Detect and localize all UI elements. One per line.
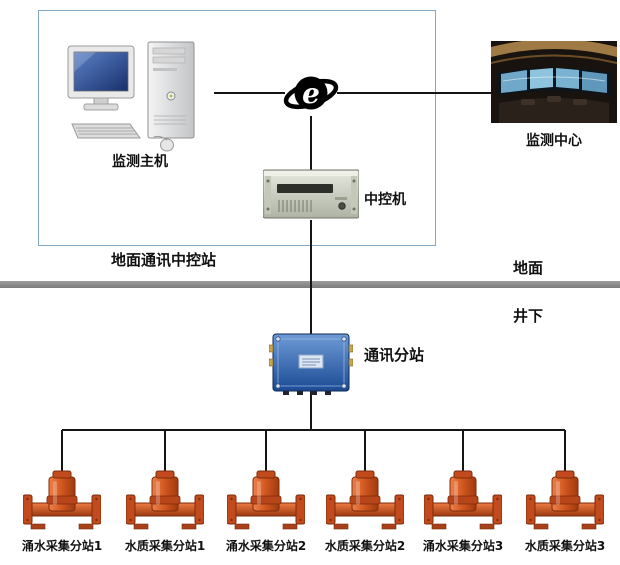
- control-room-photo: [490, 39, 618, 123]
- comm-substation-label: 通讯分站: [364, 346, 425, 364]
- collector-device-1: [22, 468, 102, 536]
- svg-text:e: e: [302, 77, 320, 110]
- surface-zone-label: 地面: [513, 259, 544, 277]
- internet-e-icon: e: [283, 65, 339, 125]
- flow-meter-icon: [226, 470, 306, 530]
- collector-device-5: [423, 468, 503, 536]
- central-controller-label: 中控机: [364, 192, 406, 208]
- collector-label-6: 水质采集分站3: [524, 539, 606, 553]
- underground-zone-label: 井下: [513, 307, 544, 325]
- rack-server-icon: [262, 169, 360, 219]
- collector-device-3: [226, 468, 306, 536]
- collector-device-2: [125, 468, 205, 536]
- collector-label-5: 涌水采集分站3: [422, 539, 504, 553]
- monitoring-center-image: [490, 39, 618, 127]
- collector-device-6: [525, 468, 605, 536]
- flow-meter-icon: [22, 470, 102, 530]
- surface-station-box: [38, 10, 436, 246]
- surface-station-label: 地面通讯中控站: [111, 251, 217, 269]
- junction-box-icon: [268, 333, 354, 395]
- collector-label-2: 水质采集分站1: [124, 539, 206, 553]
- collector-label-3: 涌水采集分站2: [225, 539, 307, 553]
- central-controller-image: [262, 166, 360, 226]
- monitoring-host-label: 监测主机: [112, 154, 168, 170]
- flow-meter-icon: [325, 470, 405, 530]
- collector-device-4: [325, 468, 405, 536]
- flow-meter-icon: [125, 470, 205, 530]
- monitoring-center-label: 监测中心: [526, 133, 582, 149]
- collector-label-4: 水质采集分站2: [324, 539, 406, 553]
- collector-label-1: 涌水采集分站1: [21, 539, 103, 553]
- comm-substation-image: [268, 331, 354, 399]
- flow-meter-icon: [525, 470, 605, 530]
- flow-meter-icon: [423, 470, 503, 530]
- desktop-computer-icon: [67, 41, 195, 152]
- monitoring-host-image: [64, 40, 214, 156]
